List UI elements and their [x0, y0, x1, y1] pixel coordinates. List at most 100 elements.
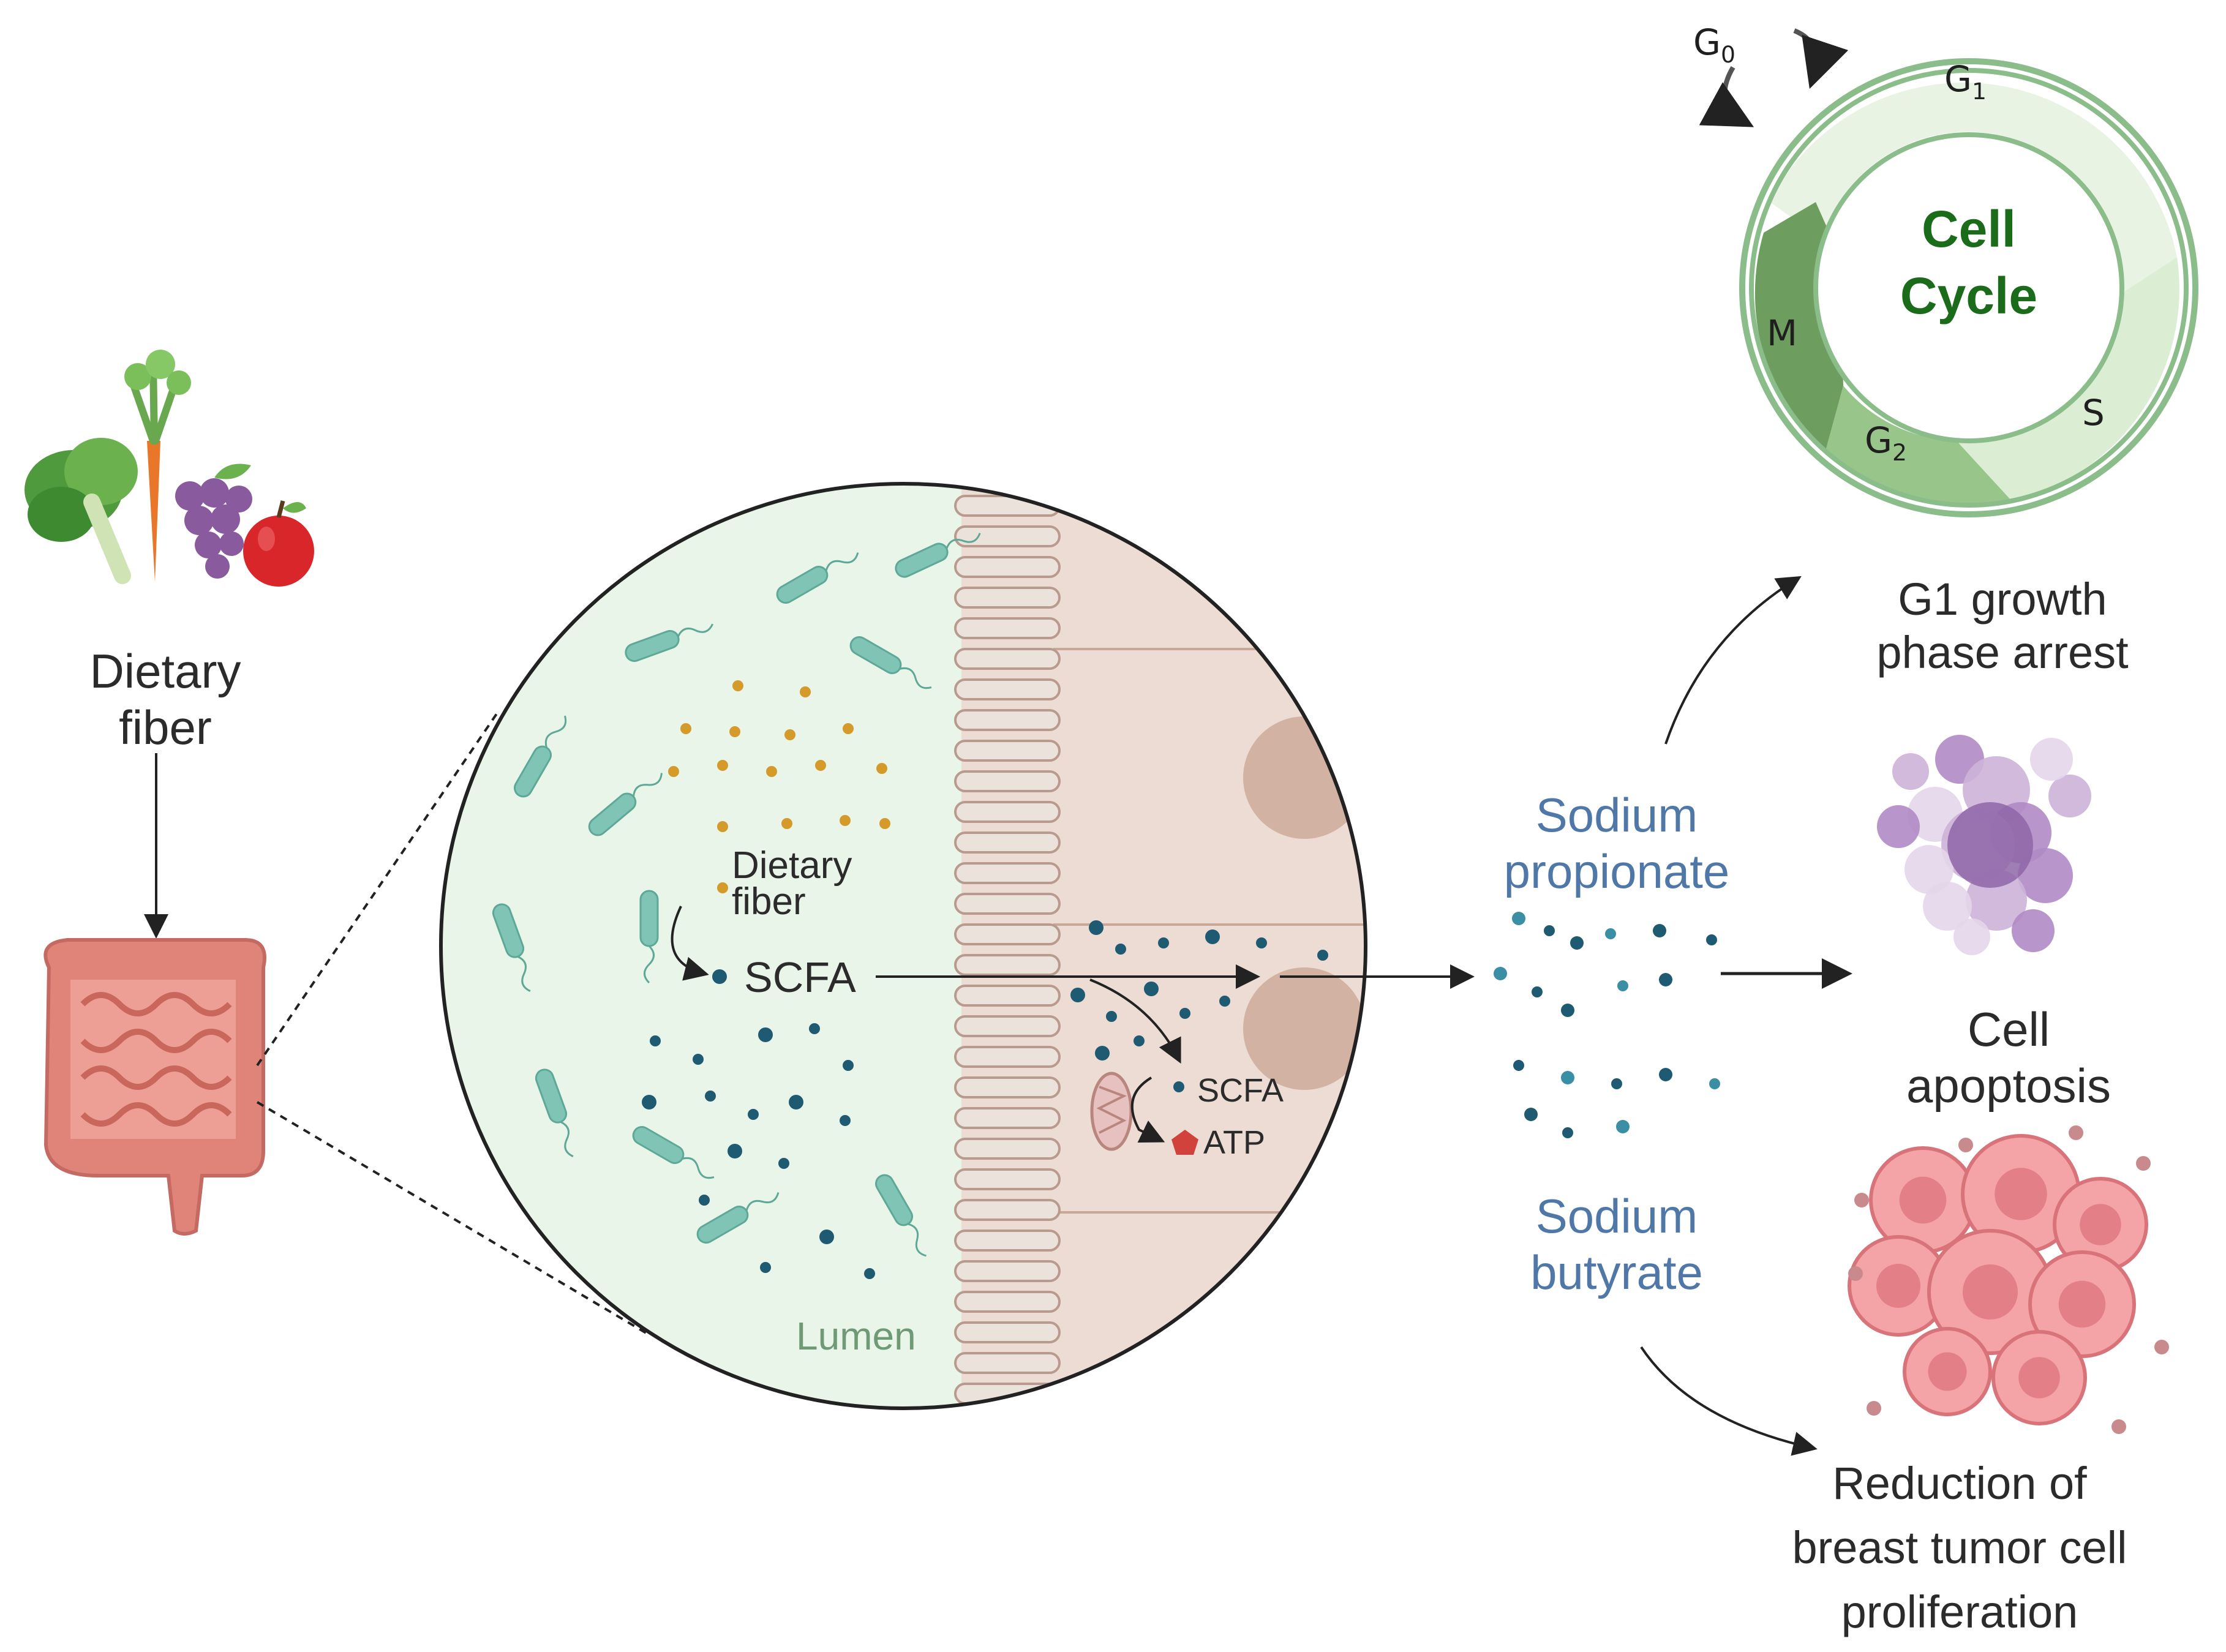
microvillus	[954, 1352, 1061, 1374]
grapes-icon	[175, 464, 252, 579]
sodium-particle	[1544, 925, 1555, 936]
tumor-fragment	[2154, 1340, 2169, 1354]
sodium-particle	[1513, 1060, 1524, 1071]
microvillus	[954, 1138, 1061, 1160]
apoptotic-nucleus	[1947, 802, 2033, 888]
microvillus	[954, 678, 1061, 700]
sodium-particle	[1706, 934, 1717, 945]
scfa-particle	[748, 1109, 759, 1120]
microvillus	[954, 985, 1061, 1007]
fiber-particle	[781, 818, 792, 829]
microvillus	[954, 954, 1061, 976]
microvillus	[954, 862, 1061, 884]
scfa-particle	[693, 1054, 704, 1065]
bacterium	[632, 1126, 715, 1179]
bacterium	[696, 1192, 780, 1244]
bacteria	[492, 533, 981, 1257]
intestine-icon	[43, 938, 266, 1236]
bacterium	[625, 623, 714, 663]
scfa-particle	[1158, 937, 1169, 948]
cell-cycle-title: Cell Cycle	[1900, 200, 2038, 325]
scfa-particle	[705, 1091, 716, 1102]
g0-cycle-arrows-icon	[1699, 28, 1849, 127]
scfa-particle	[1144, 982, 1159, 996]
scfa-particle	[1115, 944, 1126, 955]
sodium-particle	[1561, 1071, 1574, 1084]
microvillus	[954, 1260, 1061, 1282]
scfa-particle	[1089, 920, 1104, 935]
atp-icon	[1171, 1130, 1198, 1155]
tumor-nucleus	[2058, 1280, 2106, 1328]
scfa-particle	[840, 1115, 851, 1126]
tumor-nucleus	[1995, 1168, 2047, 1220]
s-segment	[1957, 257, 2179, 501]
microvillus	[954, 1291, 1061, 1313]
bacterium	[588, 773, 663, 836]
microvillus	[954, 832, 1061, 854]
microvillus	[954, 1046, 1061, 1068]
sodium-particle	[1659, 973, 1672, 986]
tumor-cells-icon	[1848, 1125, 2169, 1434]
microvillus	[954, 923, 1061, 945]
apoptotic-body	[1877, 805, 1920, 848]
scfa-particle	[760, 1262, 771, 1273]
fiber-particle	[729, 726, 740, 737]
cell-cycle-ring	[1739, 58, 2198, 517]
microvillus	[954, 556, 1061, 578]
reduction-label: Reduction of breast tumor cell prolifera…	[1792, 1458, 2127, 1638]
microvillus	[954, 587, 1061, 609]
fiber-particle	[784, 729, 795, 740]
microvillus	[954, 617, 1061, 639]
arrow-scfa-to-atp	[1130, 1076, 1165, 1143]
fiber-particle	[879, 818, 890, 829]
microvillus	[954, 801, 1061, 823]
tumor-nucleus	[1928, 1352, 1967, 1391]
fiber-particle	[732, 680, 743, 691]
atp-label: ATP	[1203, 1124, 1266, 1161]
scfa-particle	[1095, 1046, 1110, 1061]
apoptotic-body	[2012, 909, 2055, 952]
scfa-particle	[819, 1230, 834, 1244]
scfa-particle	[778, 1158, 789, 1169]
tumor-nucleus	[1963, 1264, 2018, 1320]
fiber-particle	[815, 760, 826, 771]
bacterium	[535, 1068, 574, 1158]
tumor-fragment	[2069, 1125, 2083, 1140]
microvillus	[954, 1076, 1061, 1098]
microvillus	[954, 525, 1061, 547]
scfa-particle	[1219, 996, 1230, 1007]
particles	[642, 680, 1328, 1279]
scfa-particle	[1256, 937, 1267, 948]
zoom-line-bottom	[256, 1101, 650, 1336]
apoptotic-body	[2030, 738, 2073, 781]
sodium-particle	[1653, 924, 1666, 937]
bacterium	[875, 1174, 927, 1257]
tumor-fragment	[2136, 1156, 2151, 1171]
bacterium	[849, 636, 932, 689]
arrow-fiber-to-scfa	[671, 906, 709, 981]
arrow-to-cell-scfa	[1089, 978, 1181, 1064]
sodium-particle	[1617, 980, 1628, 991]
magnified-gut-circle	[441, 484, 1366, 1408]
fiber-particle	[717, 882, 728, 893]
arrow-to-reduction	[1640, 1346, 1818, 1456]
scfa-small-label: SCFA	[1197, 1072, 1284, 1109]
carrot-icon	[124, 350, 191, 582]
fiber-particle	[717, 760, 728, 771]
scfa-particle	[699, 1195, 710, 1206]
scfa-particle	[1179, 1008, 1190, 1019]
scfa-particle	[1070, 988, 1085, 1002]
bacterium	[514, 715, 567, 798]
scfa-label: SCFA	[744, 953, 856, 1001]
fiber-particle	[800, 686, 811, 697]
apoptotic-body	[2018, 848, 2073, 903]
scfa-particle	[1106, 1011, 1117, 1022]
apoptotic-cell-icon	[1877, 735, 2091, 955]
apoptotic-body	[1953, 918, 1990, 955]
apoptotic-body	[1892, 753, 1929, 790]
sodium-particle	[1570, 936, 1584, 950]
nucleus	[1243, 967, 1366, 1090]
fiber-particle	[840, 815, 851, 826]
scfa-particle	[864, 1268, 875, 1279]
phase-s-label: S	[2082, 392, 2105, 434]
